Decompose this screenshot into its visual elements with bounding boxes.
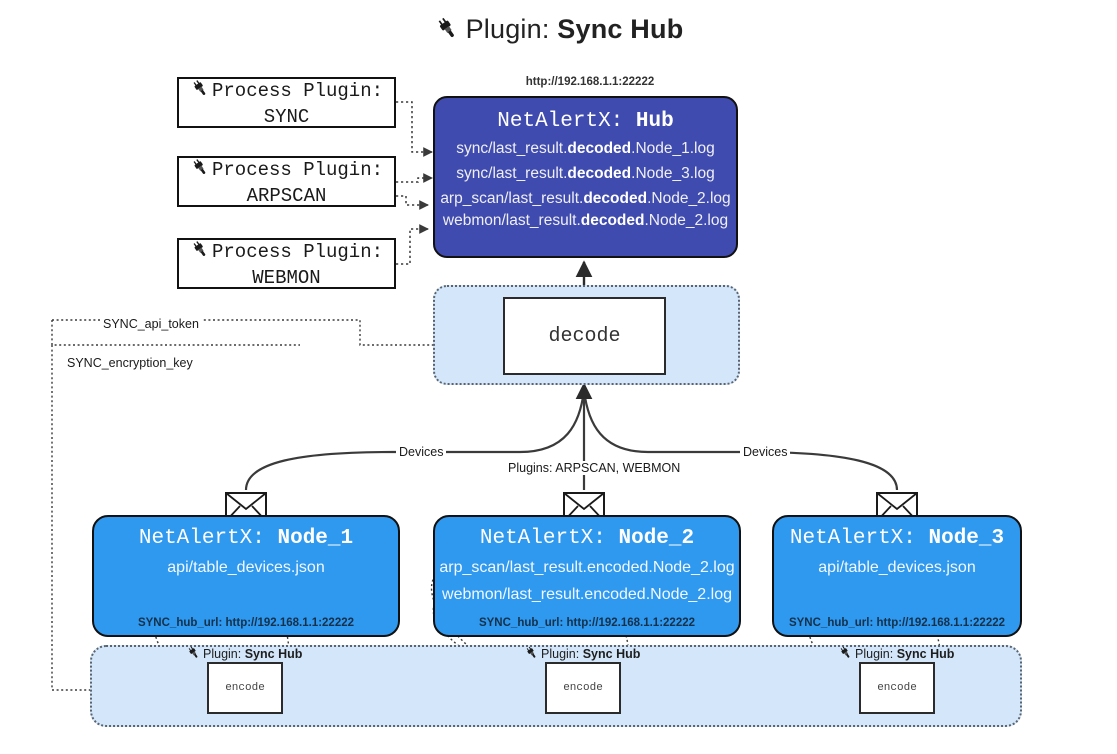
node-title-name: Node_3: [928, 527, 1005, 550]
decode-box[interactable]: decode: [503, 297, 666, 375]
hub-log-entry: arp_scan/last_result.decoded.Node_2.log: [435, 190, 736, 208]
log-strong: decoded: [567, 165, 632, 182]
node-title-prefix: NetAlertX:: [138, 527, 265, 550]
hub-box[interactable]: NetAlertX: Hub sync/last_result.decoded.…: [433, 96, 738, 258]
log-post: .Node_2.log: [644, 212, 729, 229]
hub-log-entry: sync/last_result.decoded.Node_3.log: [435, 165, 736, 183]
edge-label-devices-left: Devices: [396, 445, 447, 459]
encode-box-node-3[interactable]: encode: [859, 662, 935, 714]
plug-icon: [190, 78, 210, 104]
page-title: Plugin: Sync Hub: [0, 14, 1117, 48]
log-post: .Node_3.log: [631, 165, 715, 182]
plugin-label-node-1: Plugin: Sync Hub: [186, 645, 302, 663]
log-strong: decoded: [580, 212, 645, 229]
process-plugin-heading: Process Plugin:: [190, 78, 383, 104]
encode-box-node-1[interactable]: encode: [207, 662, 283, 714]
node-box-node-2[interactable]: NetAlertX: Node_2 arp_scan/last_result.e…: [433, 515, 741, 637]
process-plugin-webmon[interactable]: Process Plugin: WEBMON: [177, 238, 396, 289]
hub-log-entry: sync/last_result.decoded.Node_1.log: [435, 140, 736, 158]
log-post: .Node_1.log: [631, 140, 715, 157]
node-box-node-3[interactable]: NetAlertX: Node_3 api/table_devices.json…: [772, 515, 1022, 637]
plugin-label-prefix: Plugin:: [203, 647, 242, 661]
process-plugin-arpscan[interactable]: Process Plugin: ARPSCAN: [177, 156, 396, 207]
hub-title-prefix: NetAlertX:: [497, 110, 624, 133]
process-plugin-name: SYNC: [263, 105, 310, 128]
hub-url-label: http://192.168.1.1:22222: [525, 76, 655, 88]
hub-title: NetAlertX: Hub: [497, 110, 673, 133]
node-artifact: api/table_devices.json: [167, 559, 325, 576]
log-pre: arp_scan/last_result.: [440, 190, 584, 207]
plugin-label-name: Sync Hub: [896, 647, 955, 661]
log-pre: sync/last_result.: [456, 165, 568, 182]
plugin-label-name: Sync Hub: [582, 647, 641, 661]
hub-title-name: Hub: [635, 110, 674, 133]
process-plugin-name: WEBMON: [252, 266, 321, 289]
process-plugin-label: Process Plugin:: [211, 240, 384, 263]
plug-icon: [434, 15, 460, 48]
node-hub-url-key: SYNC_hub_url:: [478, 617, 564, 629]
process-plugin-label: Process Plugin:: [211, 158, 384, 181]
node-hub-url-value: http://192.168.1.1:22222: [566, 617, 696, 629]
log-pre: sync/last_result.: [456, 140, 568, 157]
plug-icon: [190, 157, 210, 183]
plug-icon: [190, 239, 210, 265]
process-plugin-name: ARPSCAN: [246, 184, 327, 207]
node-hub-url-value: http://192.168.1.1:22222: [225, 617, 355, 629]
node-title: NetAlertX: Node_2: [480, 527, 694, 550]
node-title-prefix: NetAlertX:: [789, 527, 916, 550]
plug-icon: [838, 645, 853, 663]
plugin-label-node-3: Plugin: Sync Hub: [838, 645, 954, 663]
node-title-name: Node_1: [277, 527, 354, 550]
secret-label-api-token: SYNC_api_token: [100, 317, 202, 331]
edge-label-plugins: Plugins: ARPSCAN, WEBMON: [505, 461, 684, 475]
log-pre: webmon/last_result.: [442, 212, 581, 229]
edge-label-devices-right: Devices: [740, 445, 791, 459]
node-artifact: api/table_devices.json: [818, 559, 976, 576]
node-artifact: webmon/last_result.encoded.Node_2.log: [442, 586, 732, 603]
node-hub-url-key: SYNC_hub_url:: [137, 617, 223, 629]
node-hub-url-value: http://192.168.1.1:22222: [876, 617, 1006, 629]
log-post: .Node_2.log: [647, 190, 731, 207]
node-box-node-1[interactable]: NetAlertX: Node_1 api/table_devices.json…: [92, 515, 400, 637]
node-title: NetAlertX: Node_3: [790, 527, 1004, 550]
node-title: NetAlertX: Node_1: [139, 527, 353, 550]
plugin-label-node-2: Plugin: Sync Hub: [524, 645, 640, 663]
plugin-label-prefix: Plugin:: [855, 647, 894, 661]
log-strong: decoded: [567, 140, 632, 157]
node-hub-url: SYNC_hub_url: http://192.168.1.1:22222: [774, 617, 1020, 629]
hub-log-entry: webmon/last_result.decoded.Node_2.log: [435, 212, 736, 230]
node-hub-url: SYNC_hub_url: http://192.168.1.1:22222: [94, 617, 398, 629]
secret-label-encryption-key: SYNC_encryption_key: [64, 356, 196, 370]
log-strong: decoded: [583, 190, 648, 207]
plug-icon: [524, 645, 539, 663]
plugin-label-name: Sync Hub: [244, 647, 303, 661]
process-plugin-heading: Process Plugin:: [190, 239, 383, 265]
process-plugin-sync[interactable]: Process Plugin: SYNC: [177, 77, 396, 128]
node-hub-url: SYNC_hub_url: http://192.168.1.1:22222: [435, 617, 739, 629]
node-hub-url-key: SYNC_hub_url:: [788, 617, 874, 629]
plug-icon: [186, 645, 201, 663]
page-title-name: Sync Hub: [557, 14, 684, 44]
plugin-label-prefix: Plugin:: [541, 647, 580, 661]
node-title-name: Node_2: [618, 527, 695, 550]
process-plugin-label: Process Plugin:: [211, 79, 384, 102]
node-title-prefix: NetAlertX:: [479, 527, 606, 550]
node-artifact: arp_scan/last_result.encoded.Node_2.log: [439, 559, 735, 576]
page-title-prefix: Plugin:: [465, 14, 550, 44]
encode-box-node-2[interactable]: encode: [545, 662, 621, 714]
process-plugin-heading: Process Plugin:: [190, 157, 383, 183]
